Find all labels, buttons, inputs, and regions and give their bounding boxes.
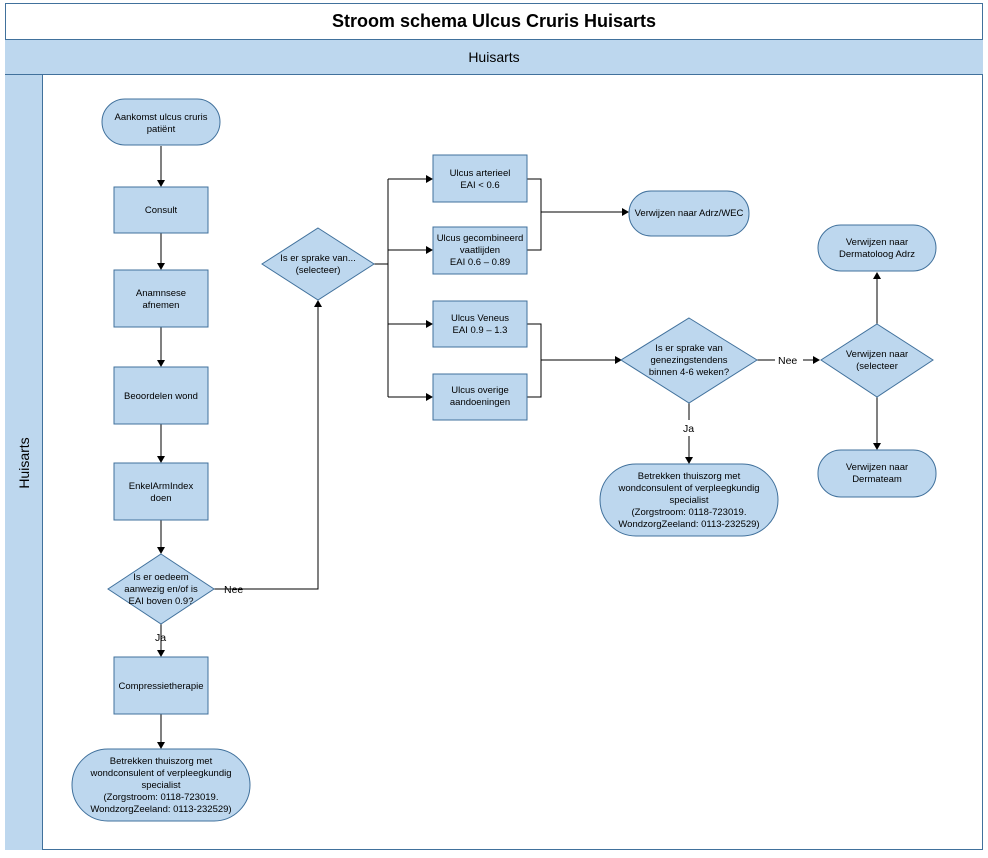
node-dermateam: Verwijzen naar Dermateam [817,449,937,498]
node-veneus-line-1: Ulcus Veneus [451,313,509,324]
node-anamnese: Anamnsese afnemen [113,269,209,328]
arrowhead [426,246,433,254]
node-oedeem-line-1: Is er oedeem [133,572,189,583]
node-oedeem-line-2: aanwezig en/of is [124,584,198,595]
node-arterieel: Ulcus arterieel EAI < 0.6 [432,154,528,203]
node-compressie: Compressietherapie [113,656,209,715]
arrowhead [157,650,165,657]
arrowhead [426,393,433,401]
edge-label-genezing-yes: Ja [683,423,694,435]
node-overige-line-1: Ulcus overige [451,385,509,396]
arrowhead [157,547,165,554]
node-gecombineerd-line-1: Ulcus gecombineerd [437,233,524,244]
node-eai-line-1: EnkelArmIndex [129,481,194,492]
node-oedeem-decision: Is er oedeem aanwezig en/of is EAI boven… [107,553,215,625]
lane-side: Huisarts [5,75,43,850]
arrowhead [314,300,322,307]
node-eai-line-2: doen [150,493,171,504]
arrowhead [157,263,165,270]
node-arterieel-line-1: Ulcus arterieel [450,168,511,179]
node-thuiszorg-right-line-4: (Zorgstroom: 0118-723019. [632,507,747,518]
node-thuiszorg-left-line-2: wondconsulent of verpleegkundig [89,768,231,779]
node-beoordelen: Beoordelen wond [113,366,209,425]
arrowhead [157,180,165,187]
node-eai: EnkelArmIndex doen [113,462,209,521]
node-thuiszorg-left-line-3: specialist [141,780,180,791]
arrowhead [157,742,165,749]
node-verwijzen-select-line-2: (selecteer [856,361,898,372]
node-start: Aankomst ulcus cruris patiënt [101,98,221,146]
edge-label-genezing-no: Nee [778,355,797,367]
arrowhead [426,320,433,328]
node-start-line-1: Aankomst ulcus cruris [115,112,208,123]
arrowhead [873,272,881,279]
edge-label-oedeem-yes: Ja [155,632,166,644]
connectors [157,146,881,749]
node-consult: Consult [113,186,209,234]
node-gecombineerd-line-2: vaatlijden [460,245,500,256]
node-arterieel-line-2: EAI < 0.6 [460,180,499,191]
node-verwijzen-adrz: Verwijzen naar Adrz/WEC [628,190,750,237]
node-oedeem-line-3: EAI boven 0.9? [129,596,194,607]
arrowhead [157,360,165,367]
node-consult-label: Consult [145,205,178,216]
node-dermatoloog-line-2: Dermatoloog Adrz [839,249,915,260]
node-beoordelen-label: Beoordelen wond [124,391,198,402]
node-dermatoloog: Verwijzen naar Dermatoloog Adrz [817,224,937,272]
arrowhead [157,456,165,463]
node-dermatoloog-line-1: Verwijzen naar [846,237,908,248]
arrowhead [622,208,629,216]
node-thuiszorg-left-line-4: (Zorgstroom: 0118-723019. [104,792,219,803]
node-genezing-line-2: genezingstendens [650,355,727,366]
node-gecombineerd: Ulcus gecombineerd vaatlijden EAI 0.6 – … [432,226,528,275]
node-sprake-line-1: Is er sprake van... [280,253,356,264]
edge-label-oedeem-no: Nee [224,584,243,596]
node-genezing-line-1: Is er sprake van [655,343,723,354]
node-thuiszorg-left-line-5: WondzorgZeeland: 0113-232529) [90,804,231,815]
node-gecombineerd-line-3: EAI 0.6 – 0.89 [450,257,510,268]
node-overige-line-2: aandoeningen [450,397,510,408]
node-anamnese-line-2: afnemen [143,300,180,311]
node-dermateam-line-2: Dermateam [852,474,902,485]
node-sprake-decision: Is er sprake van... (selecteer) [261,227,375,301]
node-anamnese-line-1: Anamnsese [136,288,186,299]
node-sprake-line-2: (selecteer) [296,265,341,276]
edge-oedeem-sprake [214,307,319,590]
diagram-title: Stroom schema Ulcus Cruris Huisarts [5,3,983,40]
node-thuiszorg-right-line-5: WondzorgZeeland: 0113-232529) [618,519,759,530]
node-verwijzen-select-decision: Verwijzen naar (selecteer [820,323,934,398]
node-veneus: Ulcus Veneus EAI 0.9 – 1.3 [432,300,528,348]
arrowhead [873,443,881,450]
arrowhead [426,175,433,183]
node-verwijzen-adrz-label: Verwijzen naar Adrz/WEC [635,208,744,219]
node-genezing-decision: Is er sprake van genezingstendens binnen… [620,317,758,404]
arrowhead [685,457,693,464]
arrowhead [813,356,820,364]
arrowhead [615,356,622,364]
node-thuiszorg-left: Betrekken thuiszorg met wondconsulent of… [71,748,251,822]
lane-header: Huisarts [5,40,983,75]
node-thuiszorg-left-line-1: Betrekken thuiszorg met [110,756,213,767]
node-dermateam-line-1: Verwijzen naar [846,462,908,473]
node-overige: Ulcus overige aandoeningen [432,373,528,421]
node-start-line-2: patiënt [147,124,176,135]
node-verwijzen-select-line-1: Verwijzen naar [846,349,908,360]
edge-arterieel-merge [527,178,542,251]
node-veneus-line-2: EAI 0.9 – 1.3 [453,325,508,336]
node-compressie-label: Compressietherapie [118,681,203,692]
edge-veneus-merge [527,323,542,398]
node-thuiszorg-right-line-3: specialist [669,495,708,506]
node-genezing-line-3: binnen 4-6 weken? [649,367,729,378]
node-thuiszorg-right-line-1: Betrekken thuiszorg met [638,471,741,482]
node-thuiszorg-right: Betrekken thuiszorg met wondconsulent of… [599,463,779,537]
node-thuiszorg-right-line-2: wondconsulent of verpleegkundig [617,483,759,494]
